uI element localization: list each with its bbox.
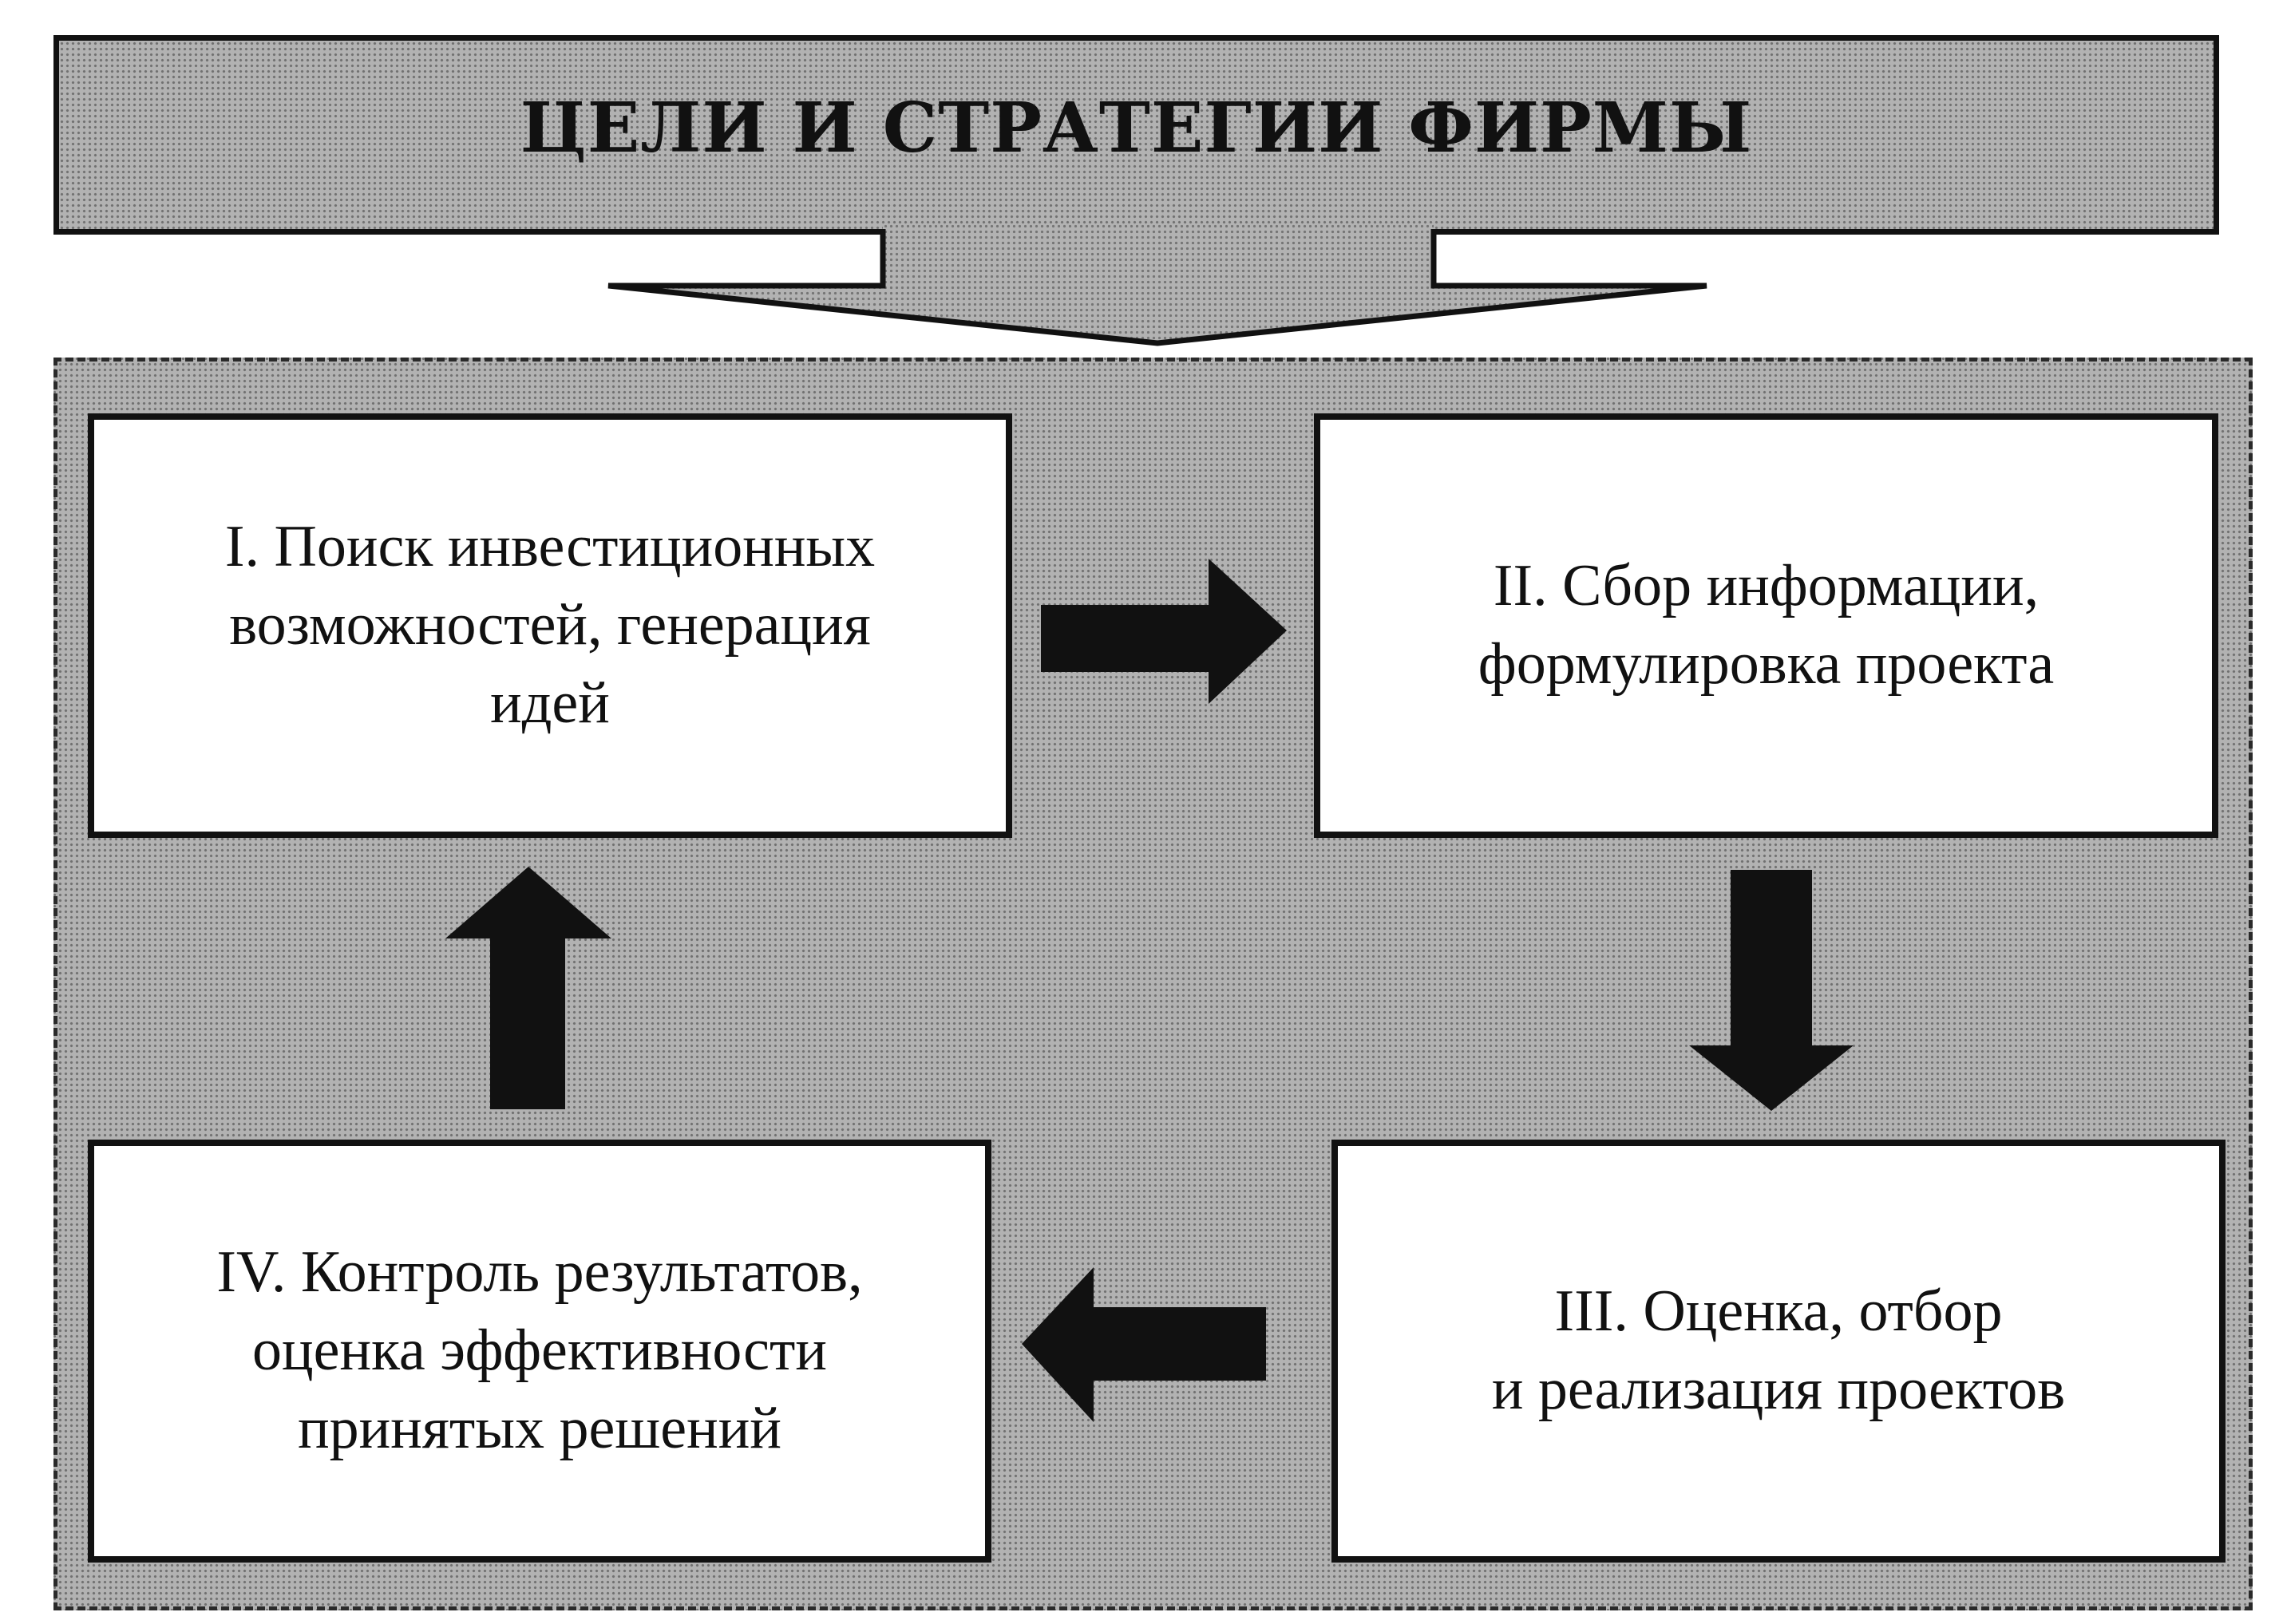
step-2-label: II. Сбор информации, формулировка проект… xyxy=(1478,553,2055,697)
header-bar: ЦЕЛИ И СТРАТЕГИИ ФИРМЫ xyxy=(53,35,2219,235)
step-4-label: IV. Контроль результатов, оценка эффекти… xyxy=(216,1239,863,1461)
arrow-down-icon xyxy=(1689,870,1854,1111)
arrow-right-icon xyxy=(1041,559,1287,704)
step-box-4: IV. Контроль результатов, оценка эффекти… xyxy=(88,1140,991,1563)
step-3-label: III. Оценка, отбор и реализация проектов xyxy=(1491,1278,2066,1422)
header-title: ЦЕЛИ И СТРАТЕГИИ ФИРМЫ xyxy=(520,87,1753,168)
step-box-1: I. Поиск инвестиционных возможностей, ге… xyxy=(88,413,1012,838)
step-1-label: I. Поиск инвестиционных возможностей, ге… xyxy=(224,514,876,736)
arrow-left-icon xyxy=(1022,1267,1266,1422)
step-box-3: III. Оценка, отбор и реализация проектов xyxy=(1331,1140,2226,1563)
arrow-up-icon xyxy=(445,867,611,1109)
step-box-2: II. Сбор информации, формулировка проект… xyxy=(1314,413,2218,838)
